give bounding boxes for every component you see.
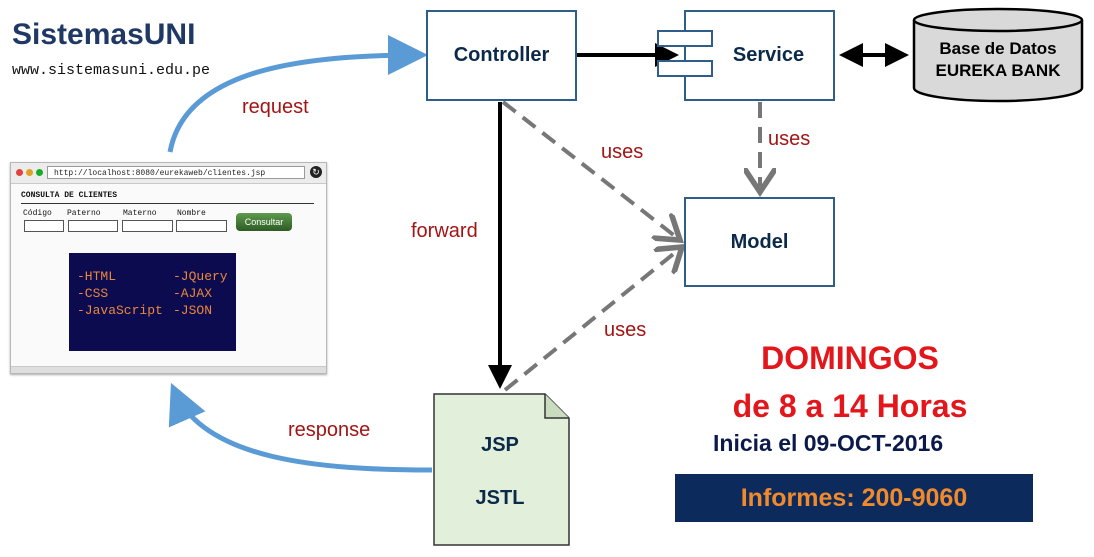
model-label: Model <box>730 230 789 253</box>
service-label: Service <box>732 44 805 66</box>
tech-item: -HTML <box>77 269 117 284</box>
response-arrow <box>168 382 433 473</box>
tech-item: -JavaScript <box>77 303 163 318</box>
codigo-input[interactable] <box>24 220 64 232</box>
service-box: Service <box>684 10 835 101</box>
promo-days: DOMINGOS <box>761 340 939 376</box>
address-bar[interactable]: http://localhost:8080/eurekaweb/clientes… <box>47 166 305 179</box>
close-dot-icon[interactable] <box>16 169 23 176</box>
tech-panel: -HTML -CSS -JavaScript -JQuery -AJAX -JS… <box>69 253 236 351</box>
paterno-input[interactable] <box>68 220 118 232</box>
brand-title: SistemasUNI <box>12 18 196 51</box>
brand-url: www.sistemasuni.edu.pe <box>12 62 211 79</box>
field-label-codigo: Código <box>23 209 52 218</box>
tech-item: -JSON <box>173 303 213 318</box>
promo-hours: de 8 a 14 Horas <box>732 388 968 424</box>
minimize-dot-icon[interactable] <box>26 169 33 176</box>
controller-label: Controller <box>453 44 550 66</box>
request-arrow <box>167 35 428 153</box>
forward-label: forward <box>411 220 478 242</box>
component-tab-top <box>657 30 713 47</box>
browser-window: http://localhost:8080/eurekaweb/clientes… <box>10 162 327 374</box>
maximize-dot-icon[interactable] <box>36 169 43 176</box>
field-label-nombre: Nombre <box>177 209 206 218</box>
nombre-input[interactable] <box>176 220 227 232</box>
materno-input[interactable] <box>122 220 173 232</box>
consultar-button[interactable]: Consultar <box>236 213 292 231</box>
jstl-label: JSTL <box>475 487 525 509</box>
uses-label-jsp: uses <box>604 319 647 341</box>
database-label-line2: EUREKA BANK <box>935 61 1061 80</box>
tech-item: -CSS <box>77 286 109 301</box>
browser-statusbar <box>11 366 326 373</box>
informes-banner: Informes: 200-9060 <box>675 474 1033 522</box>
field-label-materno: Materno <box>123 209 157 218</box>
uses-label-controller: uses <box>601 141 644 163</box>
controller-box: Controller <box>426 10 577 101</box>
tech-item: -AJAX <box>173 286 213 301</box>
component-tab-bottom <box>657 60 713 77</box>
database-label-line1: Base de Datos <box>939 39 1057 58</box>
jsp-document <box>433 393 570 546</box>
response-label: response <box>288 419 371 441</box>
database-cylinder <box>912 7 1084 103</box>
uses-jsp-model-arrow <box>503 247 682 392</box>
form-divider <box>21 203 314 204</box>
request-label: request <box>242 96 309 118</box>
field-label-paterno: Paterno <box>67 209 101 218</box>
uses-label-service: uses <box>768 128 811 150</box>
jsp-label: JSP <box>481 434 519 456</box>
database-label: Base de Datos EUREKA BANK <box>912 38 1084 82</box>
promo-start-date: Inicia el 09-OCT-2016 <box>713 430 944 456</box>
reload-icon[interactable]: ↻ <box>310 166 322 178</box>
tech-item: -JQuery <box>173 269 228 284</box>
model-box: Model <box>684 197 835 287</box>
uses-controller-model-arrow <box>501 100 680 240</box>
form-title: CONSULTA DE CLIENTES <box>21 191 118 200</box>
browser-toolbar: http://localhost:8080/eurekaweb/clientes… <box>11 163 326 184</box>
